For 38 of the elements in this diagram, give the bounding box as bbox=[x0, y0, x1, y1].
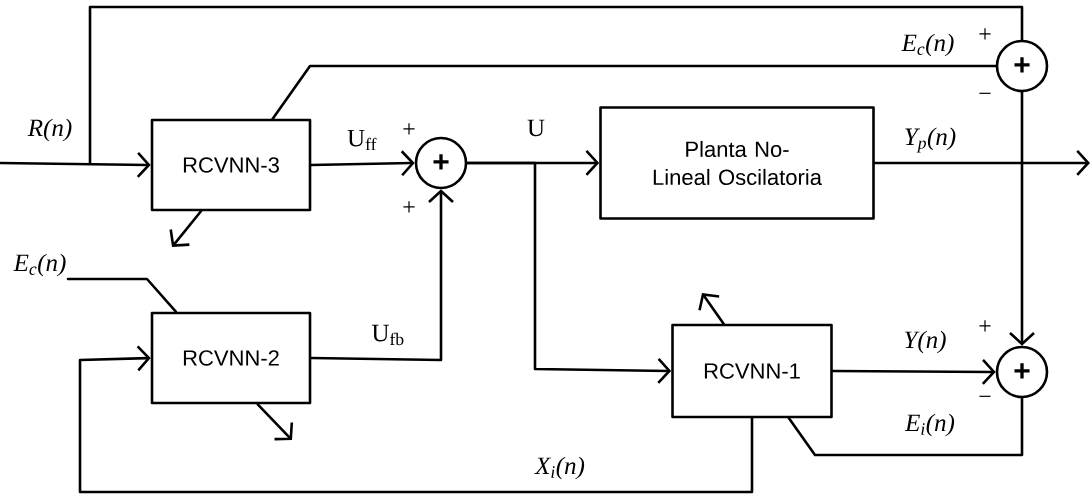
edge-label: U$_{ff}$ bbox=[346, 128, 378, 152]
edge-label: Y(n) bbox=[902, 329, 948, 355]
arrow bbox=[169, 210, 203, 247]
process-box: RCVNN-3 bbox=[150, 118, 312, 212]
connector-line bbox=[787, 397, 1024, 457]
arrow bbox=[831, 359, 996, 385]
arrow bbox=[698, 293, 725, 325]
arrow bbox=[466, 161, 672, 384]
summing-junction: + bbox=[995, 39, 1049, 93]
sign-label: − bbox=[979, 395, 991, 397]
sign-label: − bbox=[979, 92, 991, 94]
sign-label: + bbox=[979, 320, 991, 332]
edge-label: E$_{i}$(n) bbox=[904, 412, 956, 438]
summing-junction: + bbox=[995, 345, 1049, 399]
sign-label: + bbox=[403, 201, 415, 213]
edge-label: R(n) bbox=[26, 117, 74, 143]
connector-line bbox=[271, 64, 997, 120]
sign-label: + bbox=[403, 123, 415, 135]
edge-label: U bbox=[526, 118, 547, 138]
arrow bbox=[1009, 91, 1035, 346]
arrow bbox=[256, 403, 294, 441]
connector-line bbox=[66, 277, 178, 313]
process-box: RCVNN-1 bbox=[671, 323, 833, 419]
summing-junction: + bbox=[414, 136, 468, 190]
arrow bbox=[873, 150, 1090, 176]
process-box: Planta No-Lineal Oscilatoria bbox=[599, 106, 875, 220]
process-box: RCVNN-2 bbox=[150, 311, 312, 405]
arrow bbox=[0, 151, 151, 178]
sign-label: + bbox=[979, 28, 991, 40]
arrow bbox=[78, 345, 754, 494]
connector-line bbox=[88, 5, 1024, 165]
edge-label: X$_{i}$(n) bbox=[534, 455, 586, 481]
edge-label: Y$_{p}$(n) bbox=[902, 126, 958, 154]
edge-label: E$_{c}$(n) bbox=[12, 252, 68, 278]
edge-label: E$_{c}$(n) bbox=[900, 32, 956, 58]
arrow bbox=[310, 150, 415, 177]
arrow bbox=[310, 189, 454, 362]
edge-label: U$_{fb}$ bbox=[370, 323, 406, 347]
